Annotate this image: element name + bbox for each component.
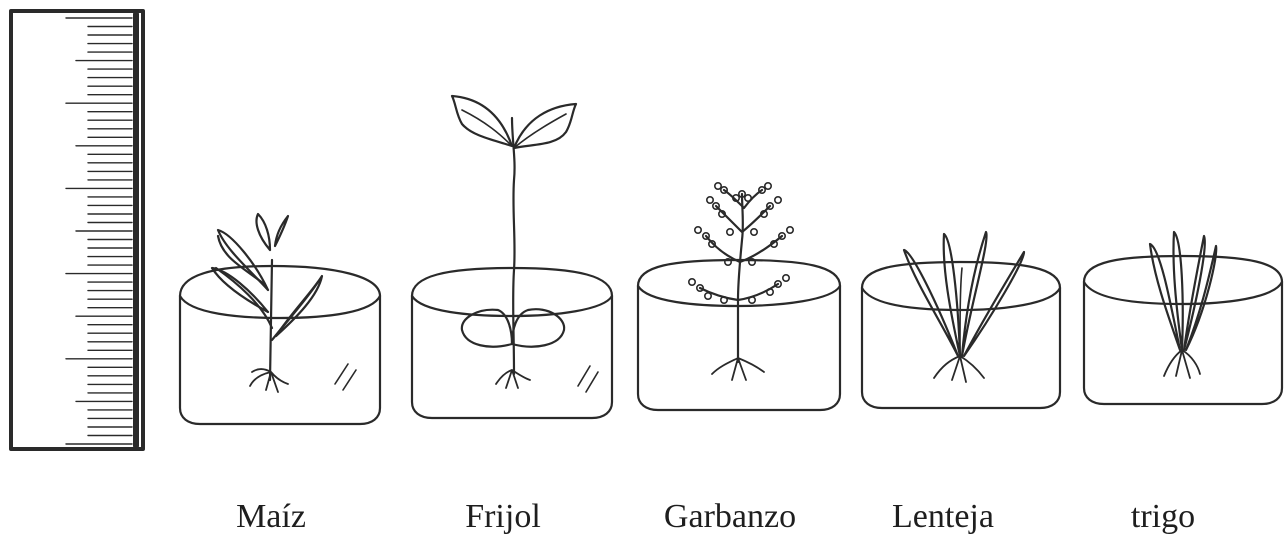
chickpea-leaflet (787, 227, 793, 233)
chickpea-leaflet (715, 183, 721, 189)
chickpea-leaflet (775, 197, 781, 203)
chickpea-leaflet (765, 183, 771, 189)
chickpea-leaflet (705, 293, 711, 299)
wheat-seedling-icon (1150, 232, 1216, 378)
plant-maiz (180, 214, 380, 424)
label-frijol: Frijol (403, 500, 603, 534)
corn-seedling-icon (212, 214, 322, 392)
plant-trigo (1084, 232, 1282, 404)
plant-garbanzo (638, 183, 840, 410)
ruler (11, 11, 143, 449)
chickpea-leaflet (745, 195, 751, 201)
chickpea-leaflet (783, 275, 789, 281)
chickpea-leaflet (695, 227, 701, 233)
plant-lenteja (862, 232, 1060, 408)
chickpea-seedling-icon (689, 183, 793, 380)
ruler-frame (11, 11, 143, 449)
chickpea-leaflet (751, 229, 757, 235)
label-lenteja: Lenteja (843, 500, 1043, 534)
label-trigo: trigo (1063, 500, 1263, 534)
chickpea-leaflet (727, 229, 733, 235)
pot-maiz (180, 266, 380, 424)
chickpea-leaflet (707, 197, 713, 203)
plant-frijol (412, 96, 612, 418)
ruler-ticks (66, 18, 132, 444)
label-maiz: Maíz (171, 500, 371, 534)
label-garbanzo: Garbanzo (630, 500, 830, 534)
chickpea-leaflet (689, 279, 695, 285)
bean-seedling-icon (452, 96, 576, 388)
